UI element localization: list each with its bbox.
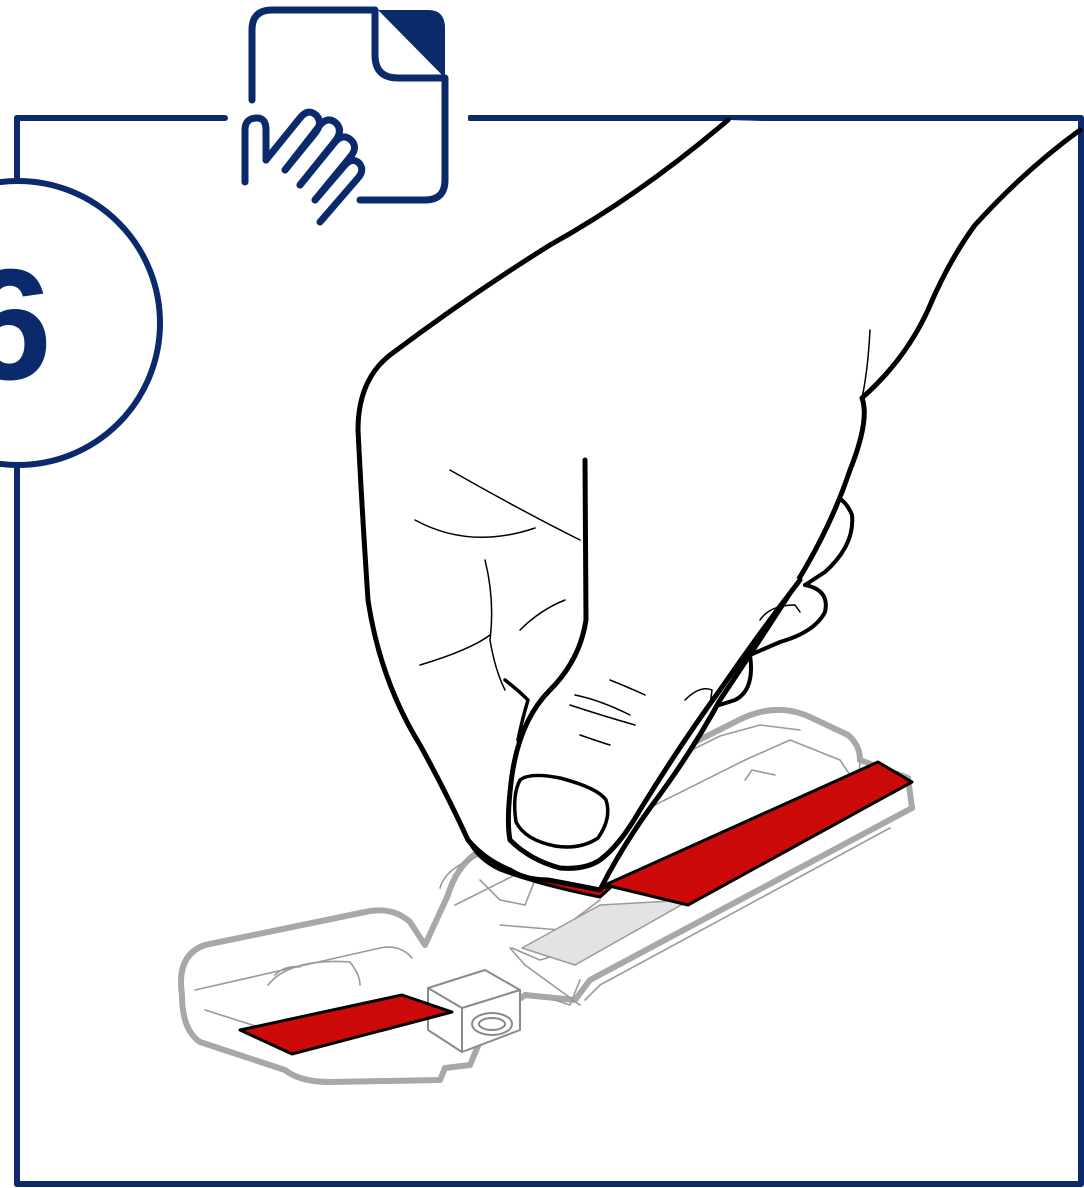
- step-number: 6: [0, 237, 52, 413]
- step-number-badge: 6: [0, 181, 160, 465]
- hand-peel-document-icon: [228, 6, 468, 222]
